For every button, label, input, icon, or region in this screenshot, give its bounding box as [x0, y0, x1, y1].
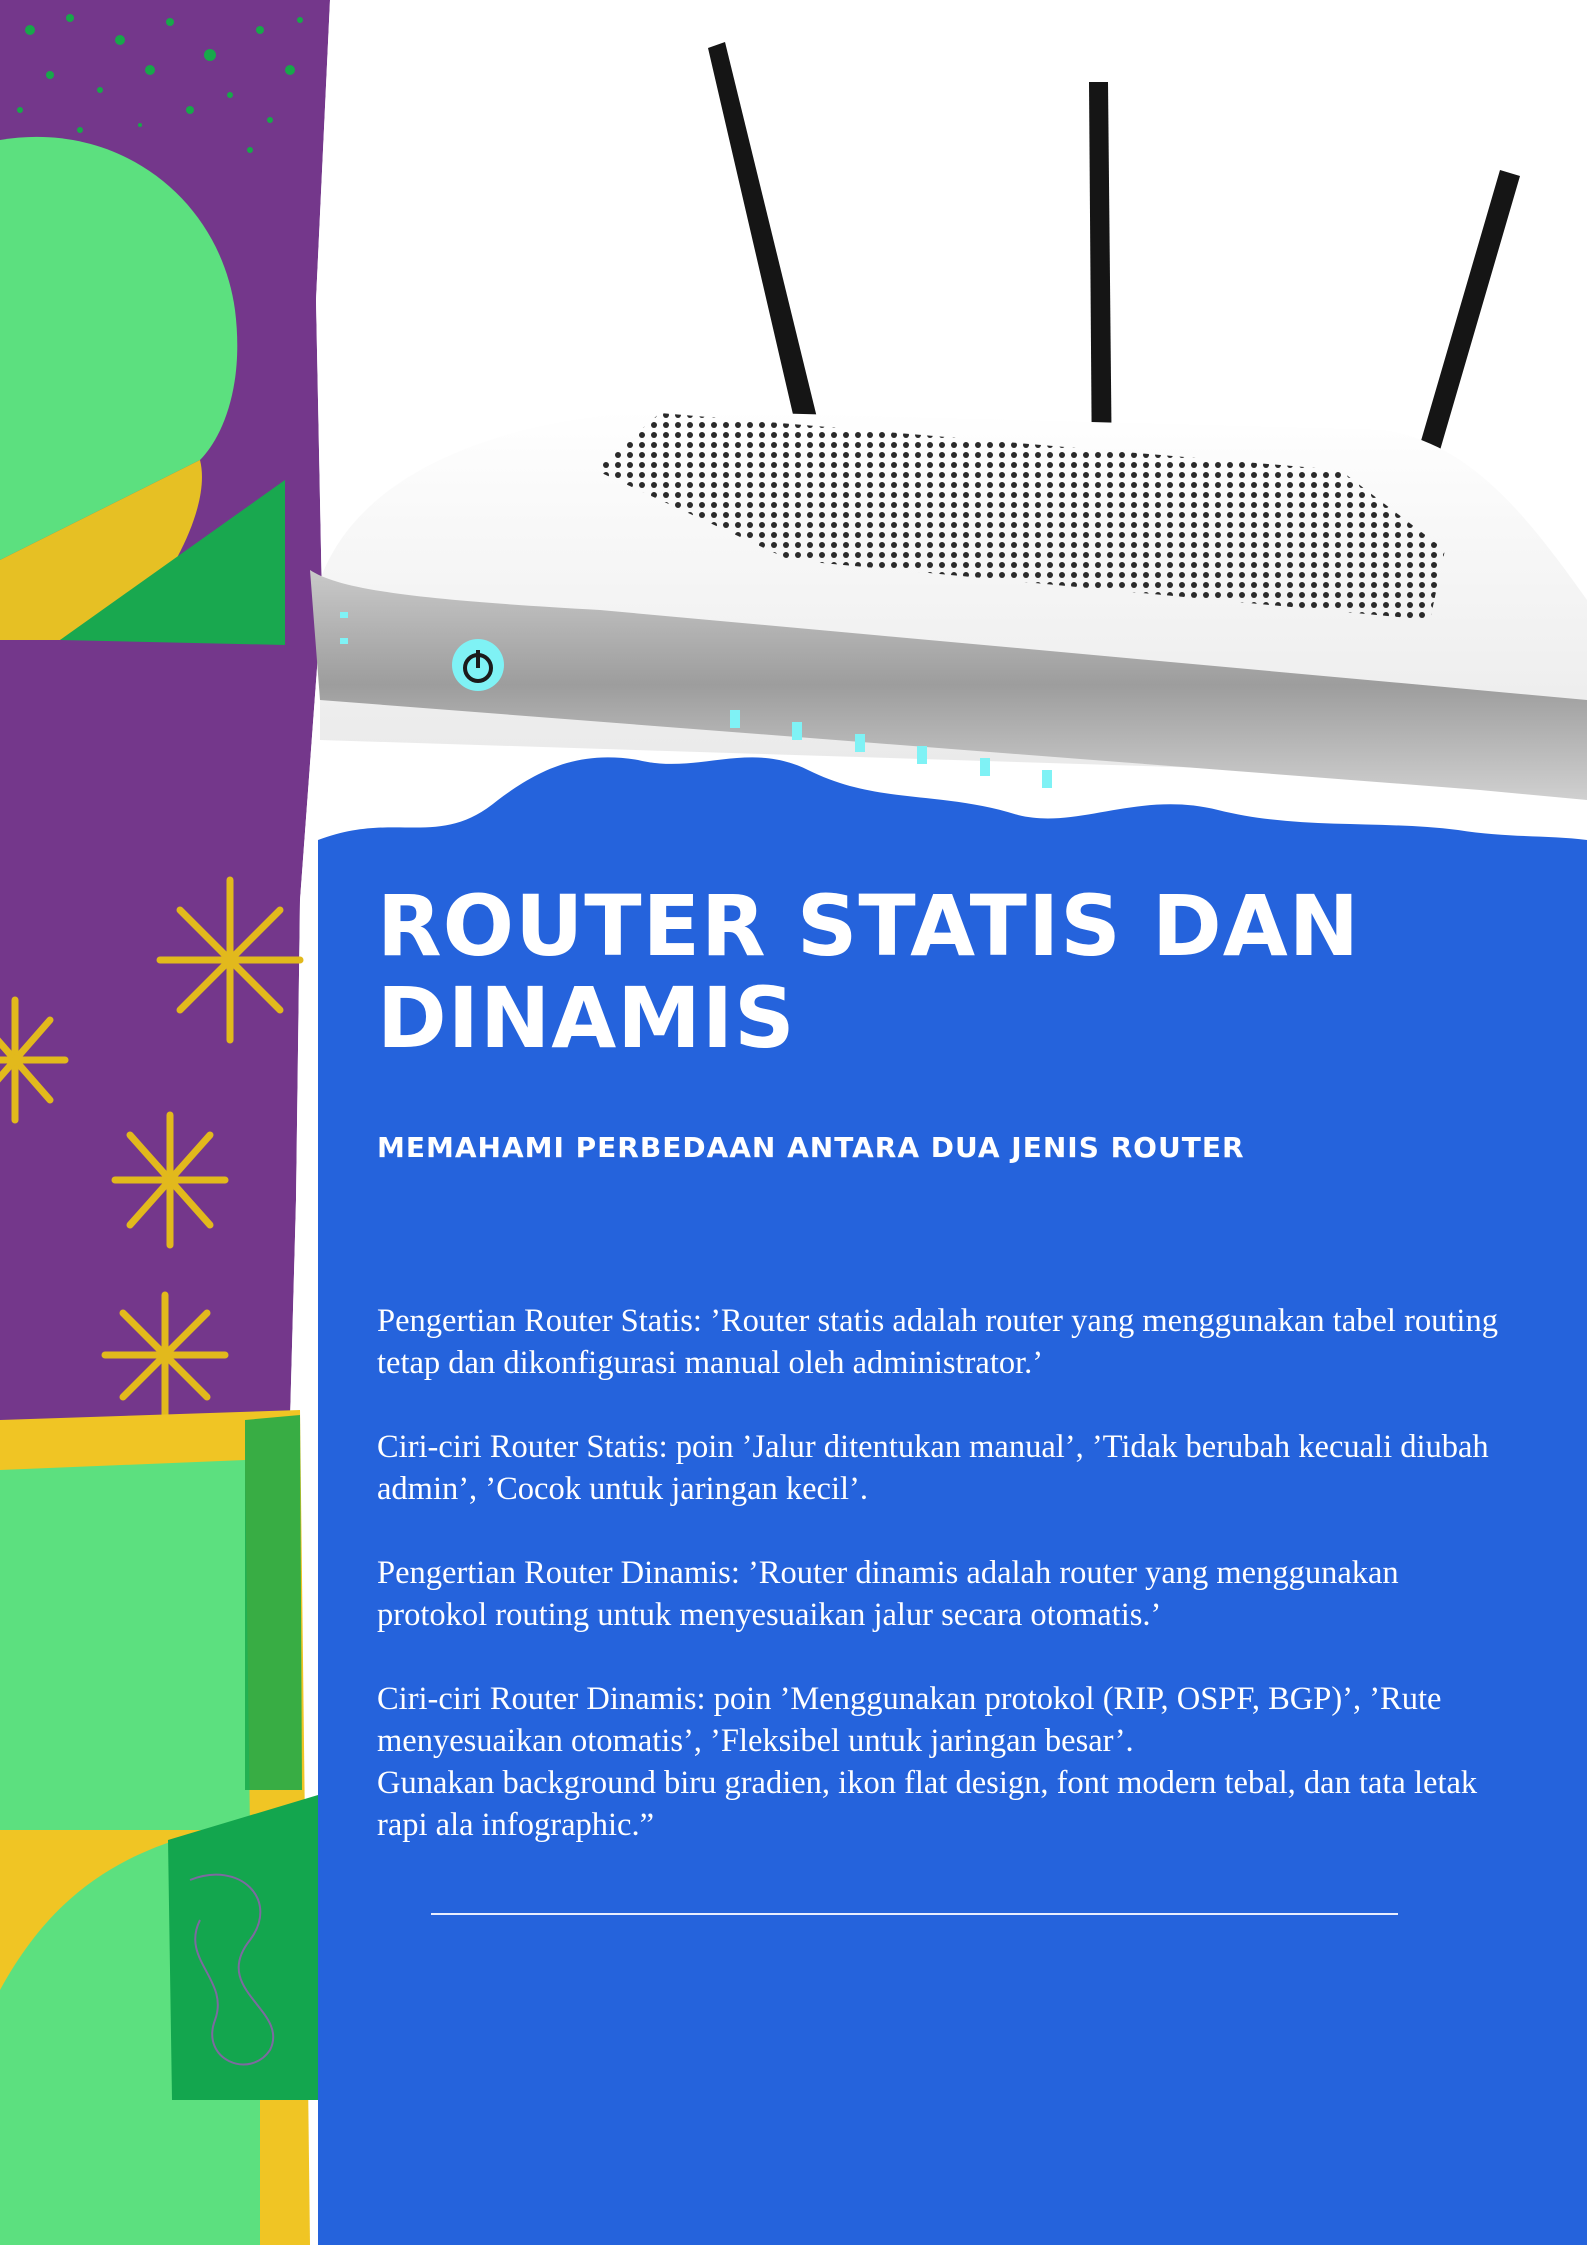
power-icon — [452, 639, 504, 691]
divider-line — [431, 1913, 1398, 1915]
router-image — [310, 42, 1587, 800]
green-block-middle — [0, 1460, 250, 1830]
paragraph-static-features: Ciri-ciri Router Statis: poin ’Jalur dit… — [377, 1429, 1489, 1507]
decorative-art-panel — [0, 0, 330, 2245]
yellow-stars — [0, 876, 304, 1419]
content-panel: ROUTER STATIS DAN DINAMIS MEMAHAMI PERBE… — [318, 730, 1587, 2245]
dark-green-block-bottom — [168, 1795, 318, 2100]
paragraph-dynamic-features: Ciri-ciri Router Dinamis: poin ’Mengguna… — [377, 1678, 1507, 1846]
green-blob-top — [0, 136, 238, 561]
scribble-lines — [189, 1873, 275, 2066]
abstract-art-illustration — [0, 0, 330, 2245]
green-triangle — [60, 480, 285, 645]
page-subtitle: MEMAHAMI PERBEDAAN ANTARA DUA JENIS ROUT… — [377, 1131, 1245, 1164]
paragraph-dynamic-definition: Pengertian Router Dinamis: ’Router dinam… — [377, 1555, 1399, 1633]
paragraph-static-definition: Pengertian Router Statis: ’Router statis… — [377, 1303, 1498, 1381]
design-instructions-text: Gunakan background biru gradien, ikon fl… — [377, 1765, 1478, 1843]
router-vent — [595, 413, 1445, 620]
body-text: Pengertian Router Statis: ’Router statis… — [377, 1300, 1507, 1846]
router-front-panel — [310, 570, 1587, 800]
status-leds — [340, 612, 1052, 788]
dark-green-speckle-area — [245, 1415, 302, 1790]
green-speckles — [17, 14, 303, 153]
panel-background — [318, 757, 1587, 2245]
router-illustration — [300, 0, 1587, 860]
page-title: ROUTER STATIS DAN DINAMIS — [377, 877, 1360, 1067]
dynamic-features-text: Ciri-ciri Router Dinamis: poin ’Mengguna… — [377, 1681, 1442, 1759]
